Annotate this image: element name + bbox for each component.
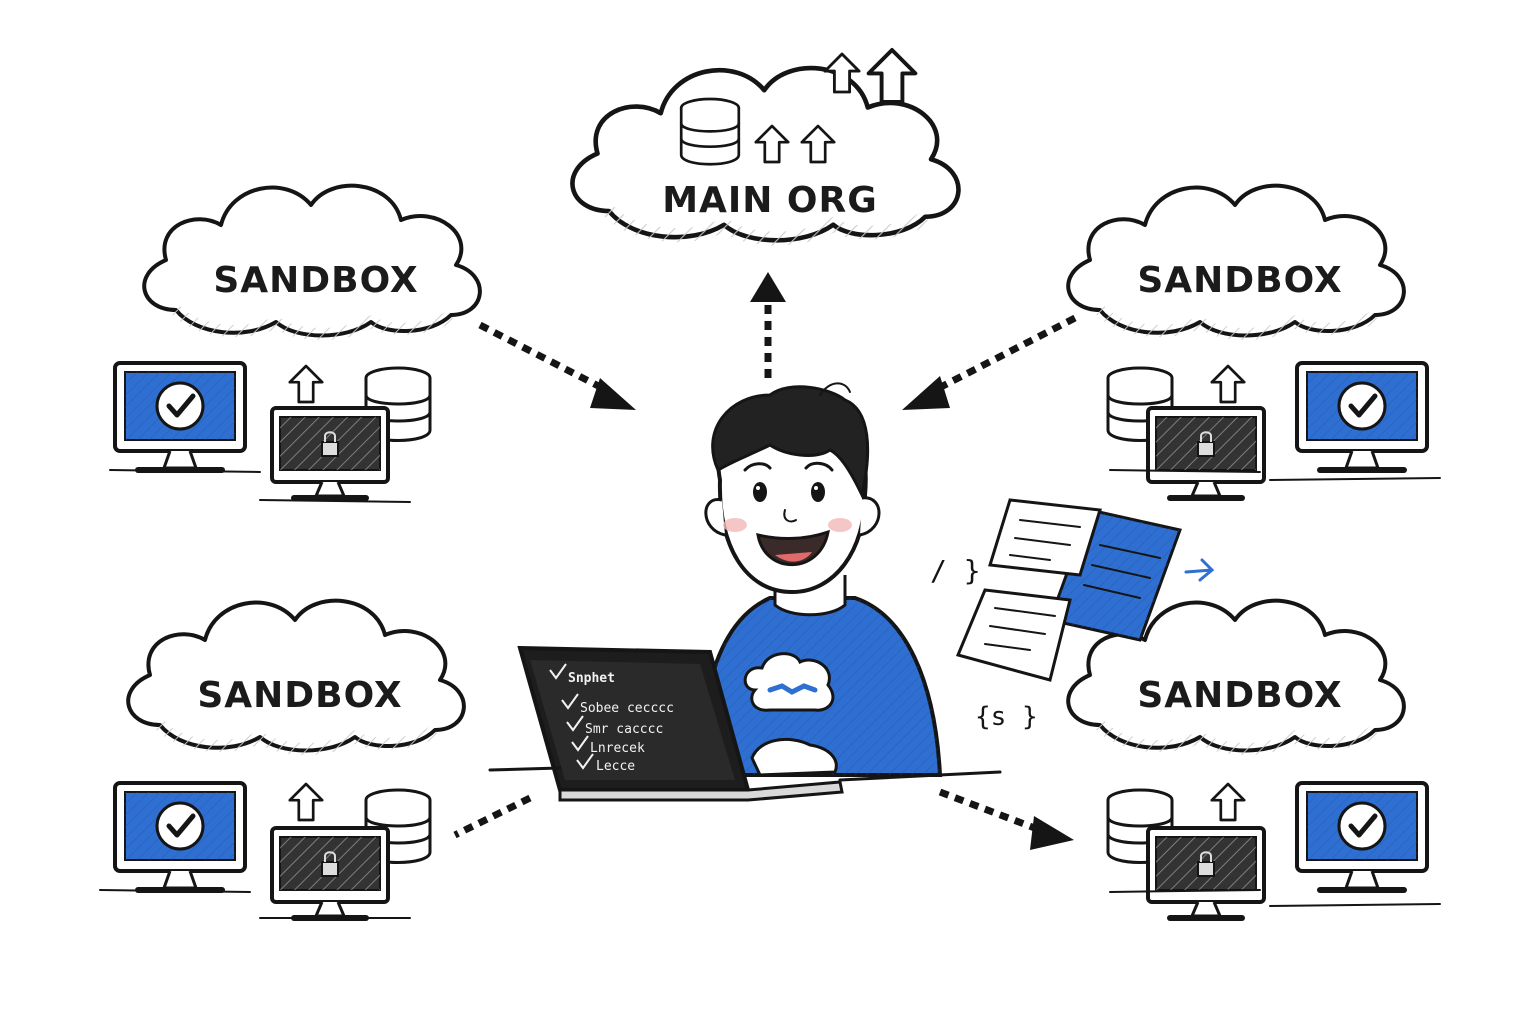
arrow-to-bottom-left-sandbox <box>453 794 532 839</box>
main-org-cloud: MAIN ORG <box>572 48 958 240</box>
terminal-output: Snphet Sobee cecccc Smr cacccc Lnrecek L… <box>549 663 674 774</box>
monitor-icon <box>1148 828 1264 918</box>
up-arrow-icon <box>288 364 324 404</box>
code-mark: / } <box>930 554 981 587</box>
monitor-icon <box>1297 783 1427 890</box>
cloud-icon <box>743 652 835 712</box>
arrow-to-bottom-right-sandbox <box>938 788 1074 850</box>
terminal-line: Snphet <box>568 671 615 686</box>
sandbox-label: SANDBOX <box>213 260 418 301</box>
terminal-line: Sobee cecccc <box>580 701 674 716</box>
terminal-line: Lecce <box>596 759 635 774</box>
sandbox-cloud-top-right: SANDBOX <box>1068 186 1427 498</box>
document-icon <box>988 498 1102 577</box>
code-mark: {s } <box>975 702 1038 732</box>
sandbox-label: SANDBOX <box>1137 675 1342 716</box>
arrow-from-top-right-sandbox <box>902 314 1077 410</box>
sandbox-label: SANDBOX <box>1137 260 1342 301</box>
up-arrow-icon <box>1210 364 1246 404</box>
sandbox-cloud-bottom-right: SANDBOX <box>1068 601 1427 918</box>
up-arrow-icon <box>1210 782 1246 822</box>
monitor-icon <box>272 408 388 498</box>
sandbox-cloud-top-left: SANDBOX <box>109 186 480 503</box>
database-icon <box>679 97 741 166</box>
monitor-icon <box>1148 408 1264 498</box>
document-icon <box>955 588 1072 682</box>
arrow-to-main-org <box>750 272 786 378</box>
terminal-line: Lnrecek <box>590 741 645 756</box>
laptop: Snphet Sobee cecccc Smr cacccc Lnrecek L… <box>488 645 1002 802</box>
monitor-icon <box>115 783 245 890</box>
main-org-label: MAIN ORG <box>662 180 878 221</box>
terminal-line: Smr cacccc <box>585 722 663 737</box>
up-arrow-icon <box>288 782 324 822</box>
sandbox-cloud-bottom-left: SANDBOX <box>115 601 464 918</box>
sandbox-label: SANDBOX <box>197 675 402 716</box>
monitor-icon <box>1297 363 1427 470</box>
monitor-icon <box>115 363 245 470</box>
arrow-from-top-left-sandbox <box>478 321 636 410</box>
monitor-icon <box>272 828 388 918</box>
arrow-icon <box>1184 558 1215 582</box>
up-arrow-icon <box>866 48 918 104</box>
developer-figure <box>697 382 943 777</box>
